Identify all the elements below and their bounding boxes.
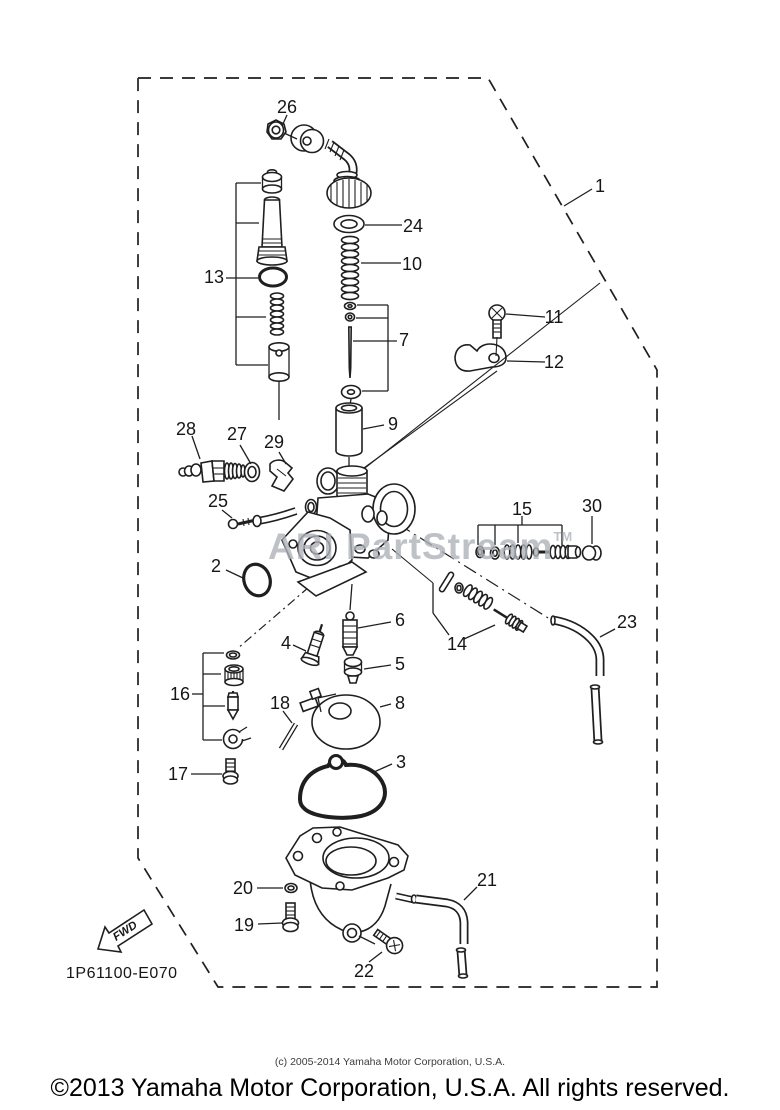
bracket-13	[226, 182, 268, 366]
callout-23: 23	[617, 612, 637, 632]
part-7-jet-needle-set	[340, 301, 362, 412]
callout-21: 21	[477, 870, 497, 890]
part-15-throttle-stop-screw-set	[475, 544, 582, 560]
callout-16: 16	[170, 684, 190, 704]
callout-5: 5	[395, 654, 405, 674]
callout-27: 27	[227, 424, 247, 444]
part-10-spring	[340, 235, 360, 301]
callout-24: 24	[403, 216, 423, 236]
callout-26: 26	[277, 97, 297, 117]
part-20-washer	[284, 882, 298, 894]
callout-25: 25	[208, 491, 228, 511]
part-26-vent-fitting	[266, 119, 372, 209]
bracket-14	[432, 583, 496, 640]
part-14-pilot-screw-set	[438, 571, 529, 634]
callout-9: 9	[388, 414, 398, 434]
part-6-needle-jet	[341, 611, 359, 656]
part-12-cable-bracket	[454, 343, 507, 372]
watermark: ARI PartStreamTM	[268, 526, 572, 568]
callout-22: 22	[354, 961, 374, 981]
bracket-16	[202, 652, 225, 741]
callout-18: 18	[270, 693, 290, 713]
carburetor-body	[281, 465, 416, 611]
callout-7: 7	[399, 330, 409, 350]
part-9-throttle-valve	[335, 402, 363, 472]
part-2-o-ring	[242, 562, 272, 598]
part-22-drain-screw	[372, 928, 404, 955]
part-28-starter-plunger	[178, 460, 246, 483]
callout-4: 4	[281, 633, 291, 653]
callout-8: 8	[395, 693, 405, 713]
part-11-screw	[488, 304, 506, 339]
callout-11: 11	[545, 307, 564, 327]
callout-3: 3	[396, 752, 406, 772]
bracket-7	[353, 304, 397, 392]
watermark-text: ARI PartStream	[268, 526, 554, 567]
float-bowl	[285, 826, 418, 945]
part-13-needle-jet-set	[256, 169, 290, 420]
callout-28: 28	[176, 419, 196, 439]
callout-20: 20	[233, 878, 253, 898]
fuel-inlet-pipe	[252, 507, 298, 528]
callout-10: 10	[402, 254, 422, 274]
part-24-washer	[333, 214, 365, 234]
part-27-washer	[243, 461, 261, 483]
part-18-float-pin	[278, 722, 299, 751]
assembly-boundary-dashed	[137, 77, 658, 988]
callout-2: 2	[211, 556, 221, 576]
callout-17: 17	[168, 764, 188, 784]
part-19-screw	[281, 902, 300, 933]
reference-lines	[236, 282, 601, 650]
watermark-tm: TM	[553, 529, 573, 544]
part-30-plug	[581, 545, 602, 561]
part-23-hose	[550, 615, 605, 745]
callout-12: 12	[544, 352, 564, 372]
callout-19: 19	[234, 915, 254, 935]
part-8-float	[299, 687, 381, 750]
part-3-bowl-gasket	[297, 754, 387, 820]
fwd-arrow: FWD	[96, 908, 154, 953]
part-21-hose	[415, 894, 469, 979]
callout-1: 1	[595, 176, 605, 196]
part-16-valve-seat-set	[222, 650, 252, 750]
copyright-small: (c) 2005-2014 Yamaha Motor Corporation, …	[274, 1056, 506, 1068]
leader-lines	[191, 114, 616, 963]
bracket-15	[477, 516, 563, 545]
callout-15: 15	[512, 499, 532, 519]
part-17-screw	[222, 758, 239, 785]
part-5-main-jet	[343, 656, 363, 684]
callout-6: 6	[395, 610, 405, 630]
part-29-clip-plate	[269, 459, 295, 492]
callout-29: 29	[264, 432, 284, 452]
part-25-screw	[227, 517, 257, 530]
part-4-pilot-jet	[300, 623, 325, 667]
copyright-large: ©2013 Yamaha Motor Corporation, U.S.A. A…	[50, 1074, 730, 1102]
callout-13: 13	[204, 267, 224, 287]
drawing-code: 1P61100-E070	[66, 965, 178, 982]
callout-30: 30	[582, 496, 602, 516]
callout-14: 14	[447, 634, 467, 654]
